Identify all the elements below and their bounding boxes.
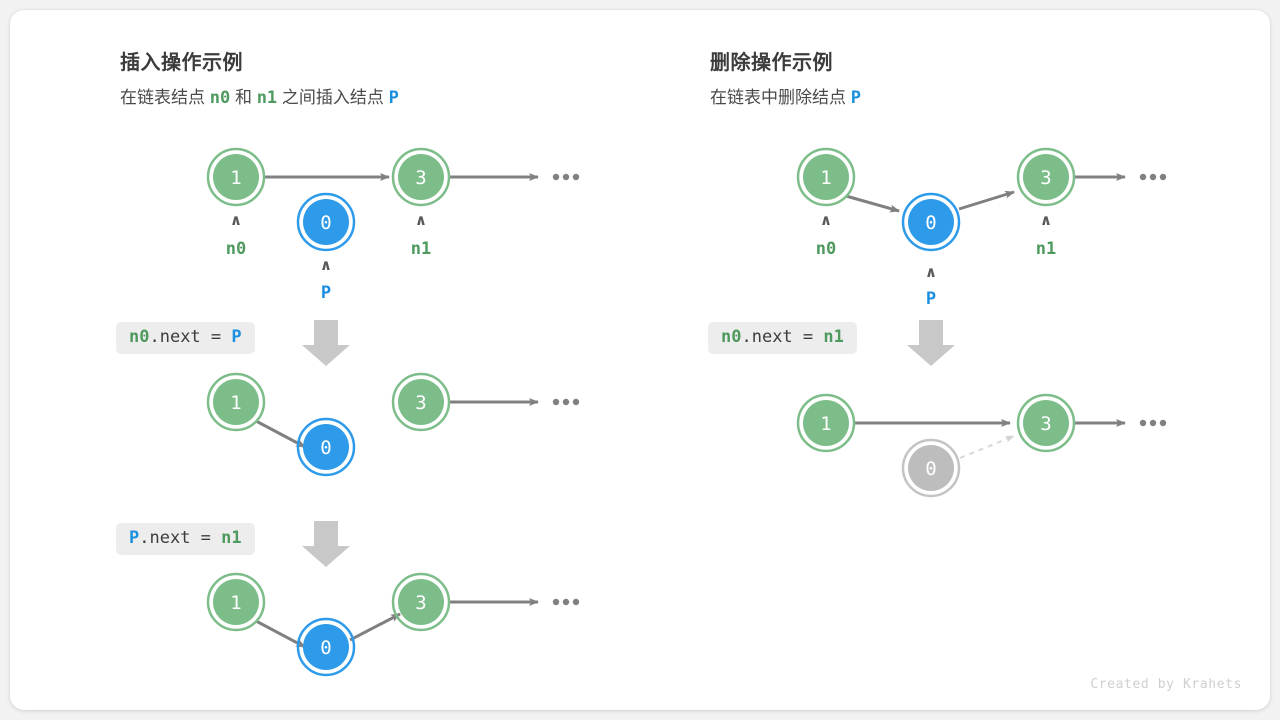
left-panel-title: 插入操作示例 — [120, 52, 243, 74]
left-subtitle-part1: 在链表结点 — [120, 88, 205, 107]
left-code1-op: .next = — [149, 327, 232, 347]
right-panel-title: 删除操作示例 — [710, 52, 833, 74]
left-subtitle-part2: 和 — [234, 88, 252, 107]
left-subtitle-code-n0: n0 — [209, 88, 231, 108]
right-subtitle-part1: 在链表中删除结点 — [710, 88, 846, 107]
left-panel-subtitle: 在链表结点 n0 和 n1 之间插入结点 P — [120, 83, 399, 108]
left-subtitle-code-p: P — [388, 88, 399, 108]
left-code-box-step2: P.next = n1 — [116, 523, 255, 555]
left-code-box-step1: n0.next = P — [116, 322, 255, 354]
right-code1-target: n0 — [721, 327, 742, 347]
right-code1-op: .next = — [741, 327, 824, 347]
left-subtitle-code-n1: n1 — [256, 88, 278, 108]
left-code1-value: P — [231, 327, 242, 347]
diagram-card — [10, 10, 1270, 710]
right-subtitle-code-p: P — [850, 88, 861, 108]
left-code2-target: P — [129, 528, 140, 548]
left-subtitle-part3: 之间插入结点 — [281, 88, 384, 107]
left-code2-value: n1 — [221, 528, 242, 548]
right-code1-value: n1 — [823, 327, 844, 347]
right-code-box-step1: n0.next = n1 — [708, 322, 857, 354]
right-panel-subtitle: 在链表中删除结点 P — [710, 83, 861, 108]
left-code1-target: n0 — [129, 327, 150, 347]
credit-text: Created by Krahets — [1090, 677, 1242, 692]
left-code2-op: .next = — [139, 528, 222, 548]
